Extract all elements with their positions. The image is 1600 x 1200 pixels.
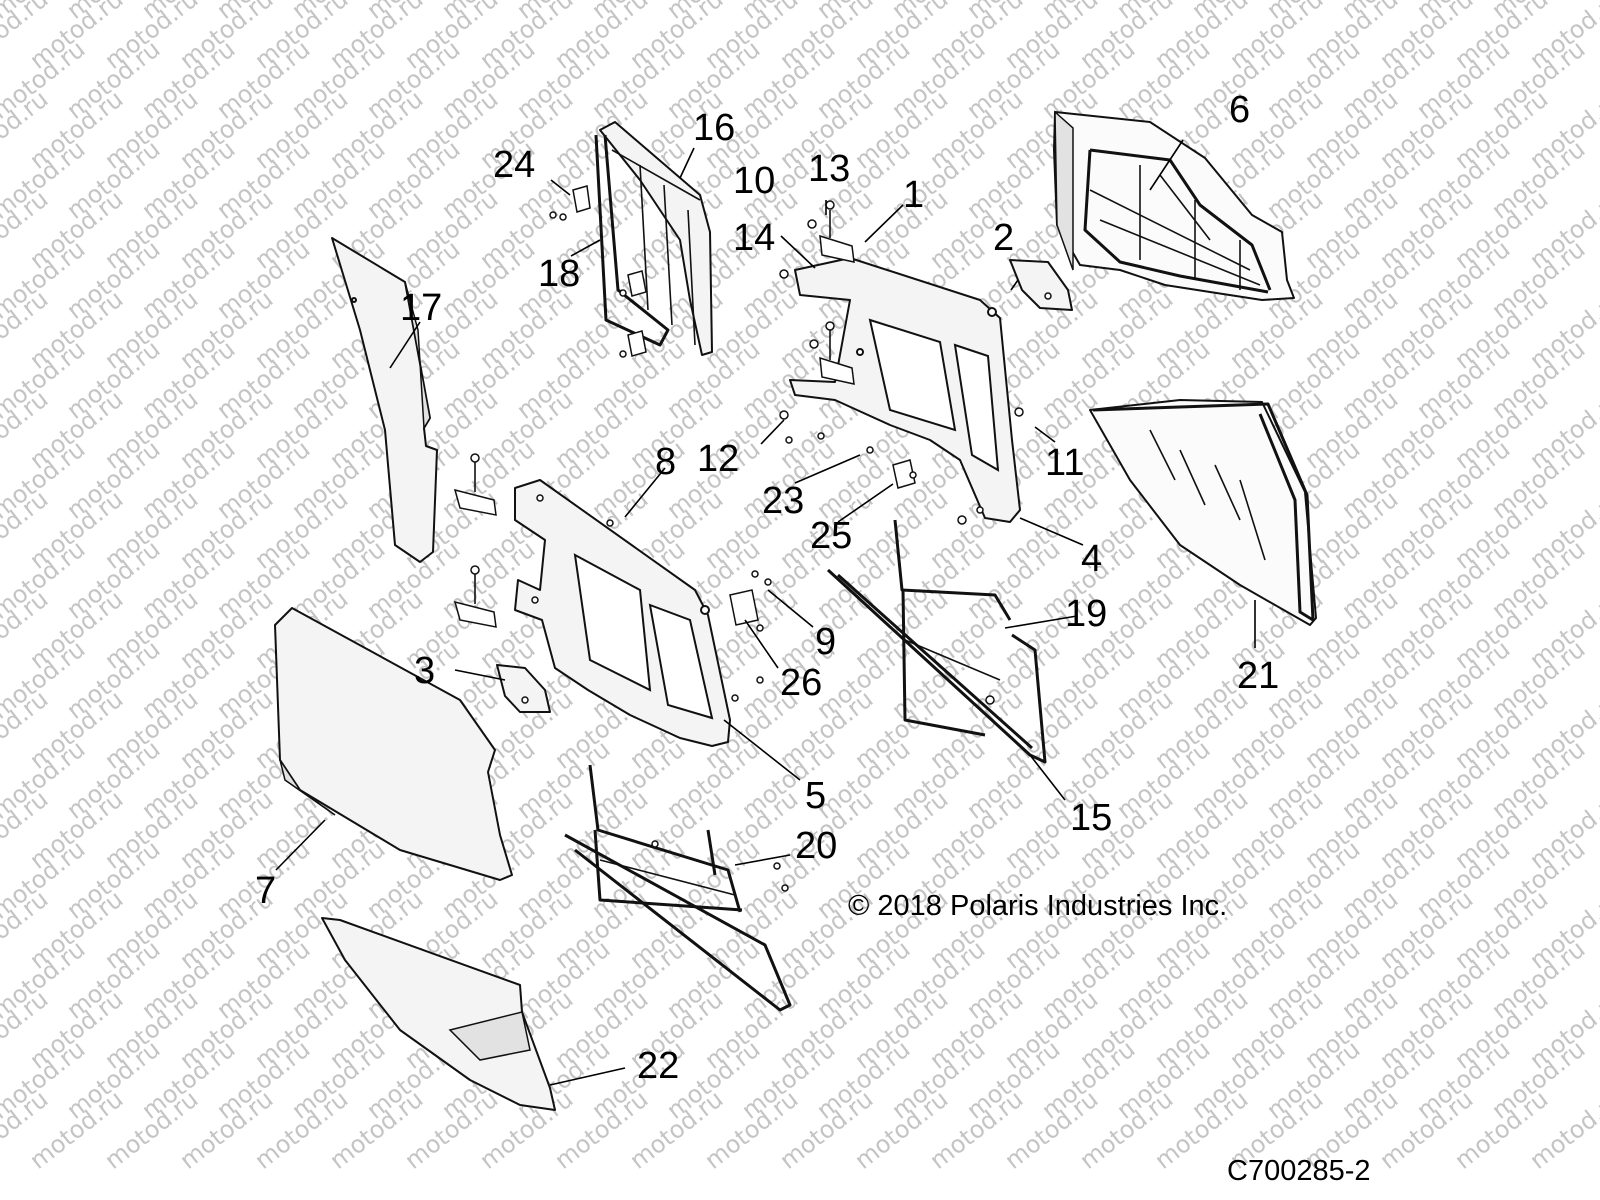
part-17-door-panel bbox=[331, 237, 438, 563]
callout-19: 19 bbox=[1065, 593, 1107, 635]
callout-15: 15 bbox=[1070, 797, 1112, 839]
part-5-door-frame bbox=[514, 479, 731, 747]
callout-3: 3 bbox=[414, 650, 435, 692]
part-21-door-frame bbox=[1089, 399, 1317, 626]
callout-20: 20 bbox=[795, 825, 837, 867]
callout-4: 4 bbox=[1081, 538, 1102, 580]
callout-26: 26 bbox=[780, 662, 822, 704]
part-20-door-frame bbox=[564, 764, 792, 1012]
callout-8: 8 bbox=[655, 441, 676, 483]
drawing-number: C700285-2 bbox=[1227, 1155, 1371, 1187]
part-15-19-door-frame bbox=[826, 519, 1047, 764]
callout-25: 25 bbox=[810, 515, 852, 557]
callout-7: 7 bbox=[255, 870, 276, 912]
hinge-upper-left bbox=[453, 453, 497, 516]
part-2-latch bbox=[1009, 259, 1073, 311]
hinge-lower-left bbox=[453, 565, 497, 628]
callout-12: 12 bbox=[697, 438, 739, 480]
callout-24: 24 bbox=[493, 144, 535, 186]
callout-17: 17 bbox=[400, 287, 442, 329]
part-1-hinge bbox=[807, 200, 855, 263]
part-3-latch bbox=[496, 664, 551, 713]
part-24-clips bbox=[559, 185, 647, 358]
callout-labels: 1 2 3 4 5 6 7 8 9 10 11 12 13 14 15 16 1… bbox=[255, 89, 1279, 1087]
callout-14: 14 bbox=[733, 217, 775, 259]
callout-16: 16 bbox=[693, 107, 735, 149]
callout-6: 6 bbox=[1229, 89, 1250, 131]
part-26-latch-plate bbox=[729, 589, 759, 626]
callout-23: 23 bbox=[762, 480, 804, 522]
callout-9: 9 bbox=[815, 621, 836, 663]
part-22-door-panel bbox=[321, 917, 556, 1111]
callout-5: 5 bbox=[805, 775, 826, 817]
callout-13: 13 bbox=[808, 148, 850, 190]
part-7-door-panel bbox=[274, 607, 513, 881]
part-25-latch-plate bbox=[892, 459, 916, 489]
callout-22: 22 bbox=[637, 1045, 679, 1087]
part-6-door-panel bbox=[1053, 110, 1295, 301]
callout-10: 10 bbox=[733, 160, 775, 202]
callout-11: 11 bbox=[1045, 442, 1084, 484]
copyright-notice: © 2018 Polaris Industries Inc. bbox=[848, 890, 1227, 922]
watermark-layer: motod.rumotod.rumotod.rumotod.rumotod.ru… bbox=[0, 0, 1600, 1175]
part-16-18-door-frame bbox=[594, 121, 713, 356]
callout-18: 18 bbox=[538, 253, 580, 295]
callout-2: 2 bbox=[993, 217, 1014, 259]
callout-1: 1 bbox=[903, 174, 924, 216]
callout-21: 21 bbox=[1237, 655, 1279, 697]
leader-lines bbox=[275, 139, 1256, 1086]
hinge-bracket-center bbox=[809, 321, 855, 385]
fasteners bbox=[531, 211, 1024, 892]
